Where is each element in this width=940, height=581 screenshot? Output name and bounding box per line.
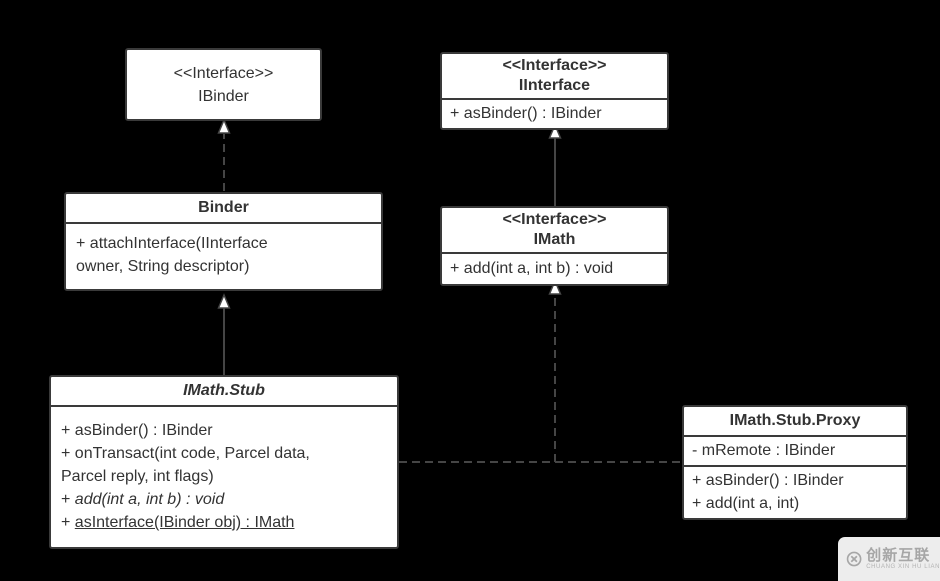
realization-arrow-binder-to-ibinder (217, 118, 231, 191)
method-entry-line: + attachInterface(IInterface (76, 235, 268, 252)
class-name: IMath (533, 231, 576, 248)
watermark-text: 创新互联 CHUANG XIN HU LIAN (866, 546, 940, 571)
generalization-arrow-imath-to-iinterface (548, 123, 562, 206)
class-name: IMath.Stub.Proxy (729, 412, 861, 429)
hollow-triangle-arrowhead-icon (217, 118, 231, 134)
method-entry: + add(int a, int) (692, 495, 800, 512)
stereotype-label: <<Interface>> (502, 211, 607, 228)
methods-compartment: + attachInterface(IInterface owner, Stri… (66, 222, 381, 289)
methods-compartment: + asBinder() : IBinder + onTransact(int … (51, 405, 397, 547)
method-entry-abstract: + add(int a, int b) : void (61, 491, 225, 508)
methods-compartment: + asBinder() : IBinder (442, 98, 667, 128)
method-entry: + asBinder() : IBinder (692, 472, 844, 489)
class-name: IBinder (198, 87, 249, 105)
generalization-arrow-stub-to-binder (217, 293, 231, 375)
hollow-triangle-arrowhead-icon (548, 123, 562, 139)
fields-compartment: - mRemote : IBinder (684, 435, 906, 465)
watermark-subtitle: CHUANG XIN HU LIAN (866, 563, 940, 570)
methods-compartment: + add(int a, int b) : void (442, 252, 667, 284)
hollow-triangle-arrowhead-icon (217, 293, 231, 309)
watermark-panel: 创新互联 CHUANG XIN HU LIAN (838, 537, 940, 581)
method-entry-line: owner, String descriptor) (76, 258, 250, 275)
class-box-iinterface: <<Interface>> IInterface + asBinder() : … (440, 52, 669, 130)
class-box-imath: <<Interface>> IMath + add(int a, int b) … (440, 206, 669, 286)
class-box-imath-stub-proxy: IMath.Stub.Proxy - mRemote : IBinder + a… (682, 405, 908, 520)
class-box-binder: Binder + attachInterface(IInterface owne… (64, 192, 383, 291)
field-entry: - mRemote : IBinder (692, 442, 836, 459)
stereotype-label: <<Interface>> (173, 64, 274, 82)
class-box-imath-stub: IMath.Stub + asBinder() : IBinder + onTr… (49, 375, 399, 549)
class-name: Binder (198, 199, 249, 216)
class-header: <<Interface>> IMath (442, 208, 667, 252)
method-entry-static: + asInterface(IBinder obj) : IMath (61, 514, 295, 531)
class-name: IMath.Stub (183, 382, 265, 399)
method-entry: + asBinder() : IBinder (450, 105, 602, 122)
hollow-triangle-arrowhead-icon (548, 279, 562, 295)
method-entry: + asBinder() : IBinder (61, 422, 213, 439)
class-header: <<Interface>> IInterface (442, 54, 667, 98)
watermark-logo-icon (846, 551, 862, 567)
method-entry-line: Parcel reply, int flags) (61, 468, 214, 485)
class-name: IInterface (518, 77, 591, 94)
watermark-title: 创新互联 (866, 546, 931, 564)
methods-compartment: + asBinder() : IBinder + add(int a, int) (684, 465, 906, 518)
method-entry-line: + onTransact(int code, Parcel data, (61, 445, 310, 462)
stereotype-label: <<Interface>> (502, 57, 607, 74)
method-entry: + add(int a, int b) : void (450, 260, 614, 277)
class-box-ibinder: <<Interface>> IBinder (125, 48, 322, 121)
realization-arrow-to-imath (548, 279, 562, 462)
